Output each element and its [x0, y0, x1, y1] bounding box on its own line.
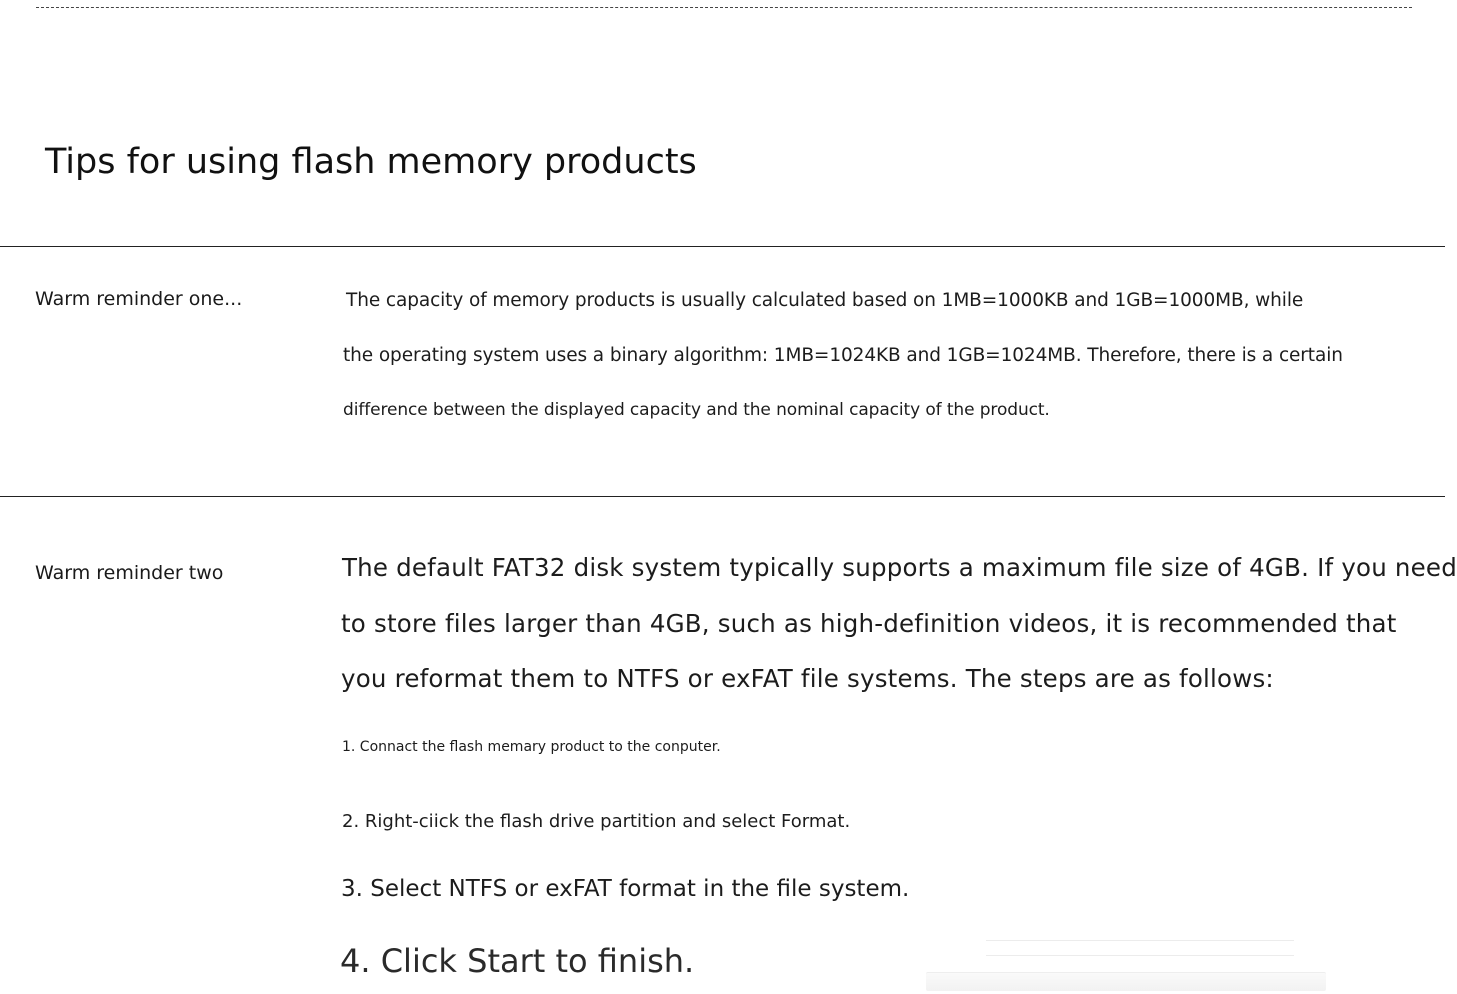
- top-dashed-divider: [36, 7, 1412, 8]
- faded-decoration: [986, 940, 1294, 956]
- faded-decoration: [926, 972, 1326, 991]
- reminder-two-line: you reformat them to NTFS or exFAT file …: [341, 664, 1274, 693]
- section-divider: [0, 496, 1445, 497]
- reminder-one-label: Warm reminder one...: [35, 288, 243, 310]
- reminder-one-line: the operating system uses a binary algor…: [343, 345, 1343, 366]
- format-step: 2. Right-ciick the flash drive partition…: [342, 811, 851, 832]
- reminder-one-line: The capacity of memory products is usual…: [346, 290, 1304, 311]
- format-step: 3. Select NTFS or exFAT format in the fi…: [341, 876, 910, 902]
- format-step: 1. Connact the flash memary product to t…: [342, 739, 721, 755]
- reminder-two-label: Warm reminder two: [35, 562, 224, 584]
- section-divider: [0, 246, 1445, 247]
- reminder-two-line: to store files larger than 4GB, such as …: [341, 609, 1397, 638]
- page-title: Tips for using flash memory products: [45, 142, 697, 182]
- reminder-one-line: difference between the displayed capacit…: [343, 400, 1050, 420]
- reminder-two-line: The default FAT32 disk system typically …: [342, 553, 1457, 582]
- format-step: 4. Click Start to finish.: [340, 942, 695, 980]
